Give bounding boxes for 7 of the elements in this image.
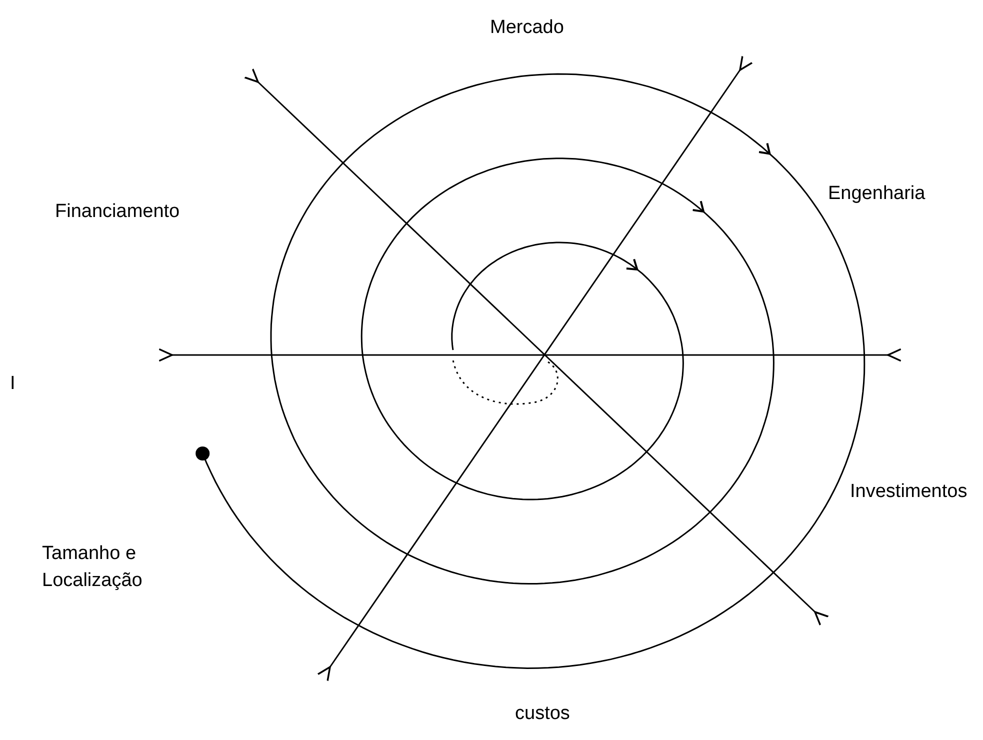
axis-label: Financiamento [55,200,180,224]
axis-label: custos [515,702,570,726]
axis-label: Investimentos [850,480,968,504]
axis-label: Mercado [490,16,564,40]
axis-label: Tamanho e Localização [42,542,144,593]
axis-label: I [10,372,16,396]
axis-label: Engenharia [828,182,926,206]
